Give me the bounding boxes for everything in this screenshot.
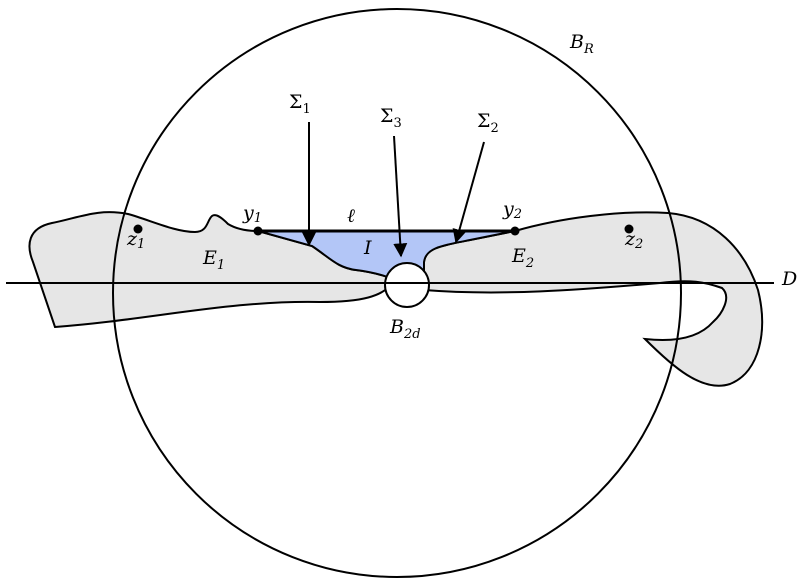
ball-B2d bbox=[384, 262, 430, 308]
label-z1: z1 bbox=[126, 228, 145, 252]
point-y2 bbox=[510, 226, 520, 236]
label-ell: ℓ bbox=[347, 205, 355, 227]
label-sigma2: Σ2 bbox=[477, 110, 499, 136]
ball-BR bbox=[112, 8, 682, 578]
label-y2: y2 bbox=[502, 198, 522, 222]
label-E2: E2 bbox=[511, 245, 534, 271]
point-y1 bbox=[253, 226, 263, 236]
label-B2d: B2d bbox=[389, 316, 421, 342]
label-I: I bbox=[363, 237, 372, 259]
arrow-sigma2 bbox=[452, 141, 485, 244]
arrow-sigma3 bbox=[393, 135, 408, 258]
label-E1: E1 bbox=[202, 247, 225, 273]
set-E1 bbox=[28, 211, 396, 329]
label-y1: y1 bbox=[242, 202, 262, 226]
label-D: D bbox=[781, 268, 797, 290]
label-sigma1: Σ1 bbox=[289, 91, 311, 117]
label-BR: BR bbox=[569, 31, 594, 57]
point-z1 bbox=[133, 224, 143, 234]
label-z2: z2 bbox=[624, 228, 643, 252]
label-sigma3: Σ3 bbox=[380, 105, 402, 131]
point-z2 bbox=[624, 224, 634, 234]
